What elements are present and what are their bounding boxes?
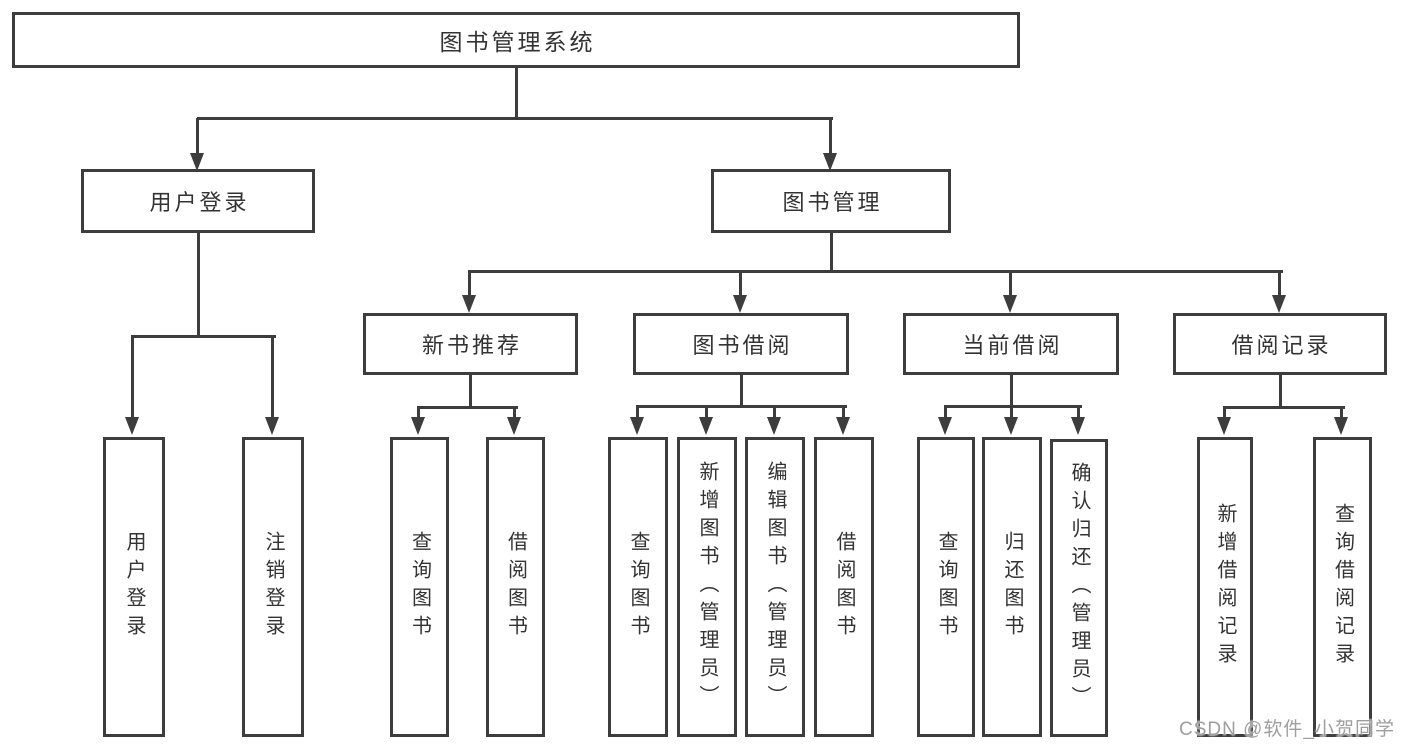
leaf-query-books-1: 查询图书: [390, 437, 449, 737]
arrow-to-borrow-books-1: [507, 407, 522, 435]
arrow-to-leaf-user-login: [125, 336, 140, 435]
connector-current-borrow-stem: [1010, 374, 1013, 407]
connector-user-login-split: [131, 335, 276, 338]
leaf-user-login: 用户登录: [103, 437, 165, 737]
arrow-to-edit-book: [767, 406, 782, 435]
connector-book-management-stem: [830, 232, 833, 272]
leaf-return-book: 归还图书: [982, 437, 1042, 737]
arrow-to-user-login: [190, 118, 205, 171]
leaf-confirm-return-admin: 确认归还（管理员）: [1050, 439, 1108, 737]
connector-user-login-stem: [197, 232, 200, 336]
connector-borrow-records-stem: [1279, 374, 1282, 408]
node-book-management: 图书管理: [711, 169, 951, 233]
arrow-to-book-management: [823, 118, 838, 171]
arrow-to-book-borrow: [733, 271, 748, 313]
connector-book-management-split: [468, 270, 1283, 273]
connector-new-book-split: [417, 406, 518, 409]
leaf-query-books-2: 查询图书: [608, 437, 668, 737]
arrow-to-new-book: [462, 271, 477, 313]
node-current-borrow: 当前借阅: [903, 313, 1119, 375]
leaf-add-borrow-record: 新增借阅记录: [1197, 437, 1253, 737]
arrow-to-borrow-books-2: [836, 406, 851, 435]
leaf-query-books-3: 查询图书: [917, 437, 975, 737]
arrow-to-query-borrow-record: [1334, 407, 1349, 435]
connector-new-book-stem: [469, 374, 472, 408]
leaf-borrow-books-1: 借阅图书: [486, 437, 545, 737]
arrow-to-query-books-1: [411, 407, 426, 435]
connector-current-borrow-split: [944, 405, 1082, 408]
watermark-text: CSDN @软件_小贺同学: [1179, 719, 1395, 740]
arrow-to-leaf-logout: [265, 336, 280, 435]
node-root: 图书管理系统: [12, 12, 1020, 68]
node-borrow-records: 借阅记录: [1173, 313, 1387, 375]
leaf-add-book-admin: 新增图书（管理员）: [677, 437, 737, 737]
node-new-book-recommend: 新书推荐: [363, 313, 578, 375]
arrow-to-borrow-records: [1272, 271, 1287, 313]
arrow-to-add-borrow-record: [1217, 407, 1232, 435]
arrow-to-query-books-2: [630, 406, 645, 435]
leaf-logout: 注销登录: [242, 437, 304, 737]
connector-borrow-records-split: [1223, 406, 1345, 409]
connector-book-borrow-split: [636, 405, 847, 408]
leaf-borrow-books-2: 借阅图书: [814, 437, 874, 737]
node-user-login: 用户登录: [81, 169, 315, 233]
arrow-to-query-books-3: [938, 406, 953, 435]
arrow-to-return-book: [1004, 406, 1019, 435]
arrow-to-add-book: [699, 406, 714, 435]
connector-root-stem: [515, 67, 518, 119]
arrow-to-current-borrow: [1003, 271, 1018, 313]
leaf-query-borrow-record: 查询借阅记录: [1313, 437, 1372, 737]
arrow-to-confirm-return: [1071, 406, 1086, 435]
connector-root-split: [197, 117, 833, 120]
leaf-edit-book-admin: 编辑图书（管理员）: [745, 437, 805, 737]
connector-book-borrow-stem: [740, 374, 743, 407]
node-book-borrow: 图书借阅: [633, 313, 849, 375]
